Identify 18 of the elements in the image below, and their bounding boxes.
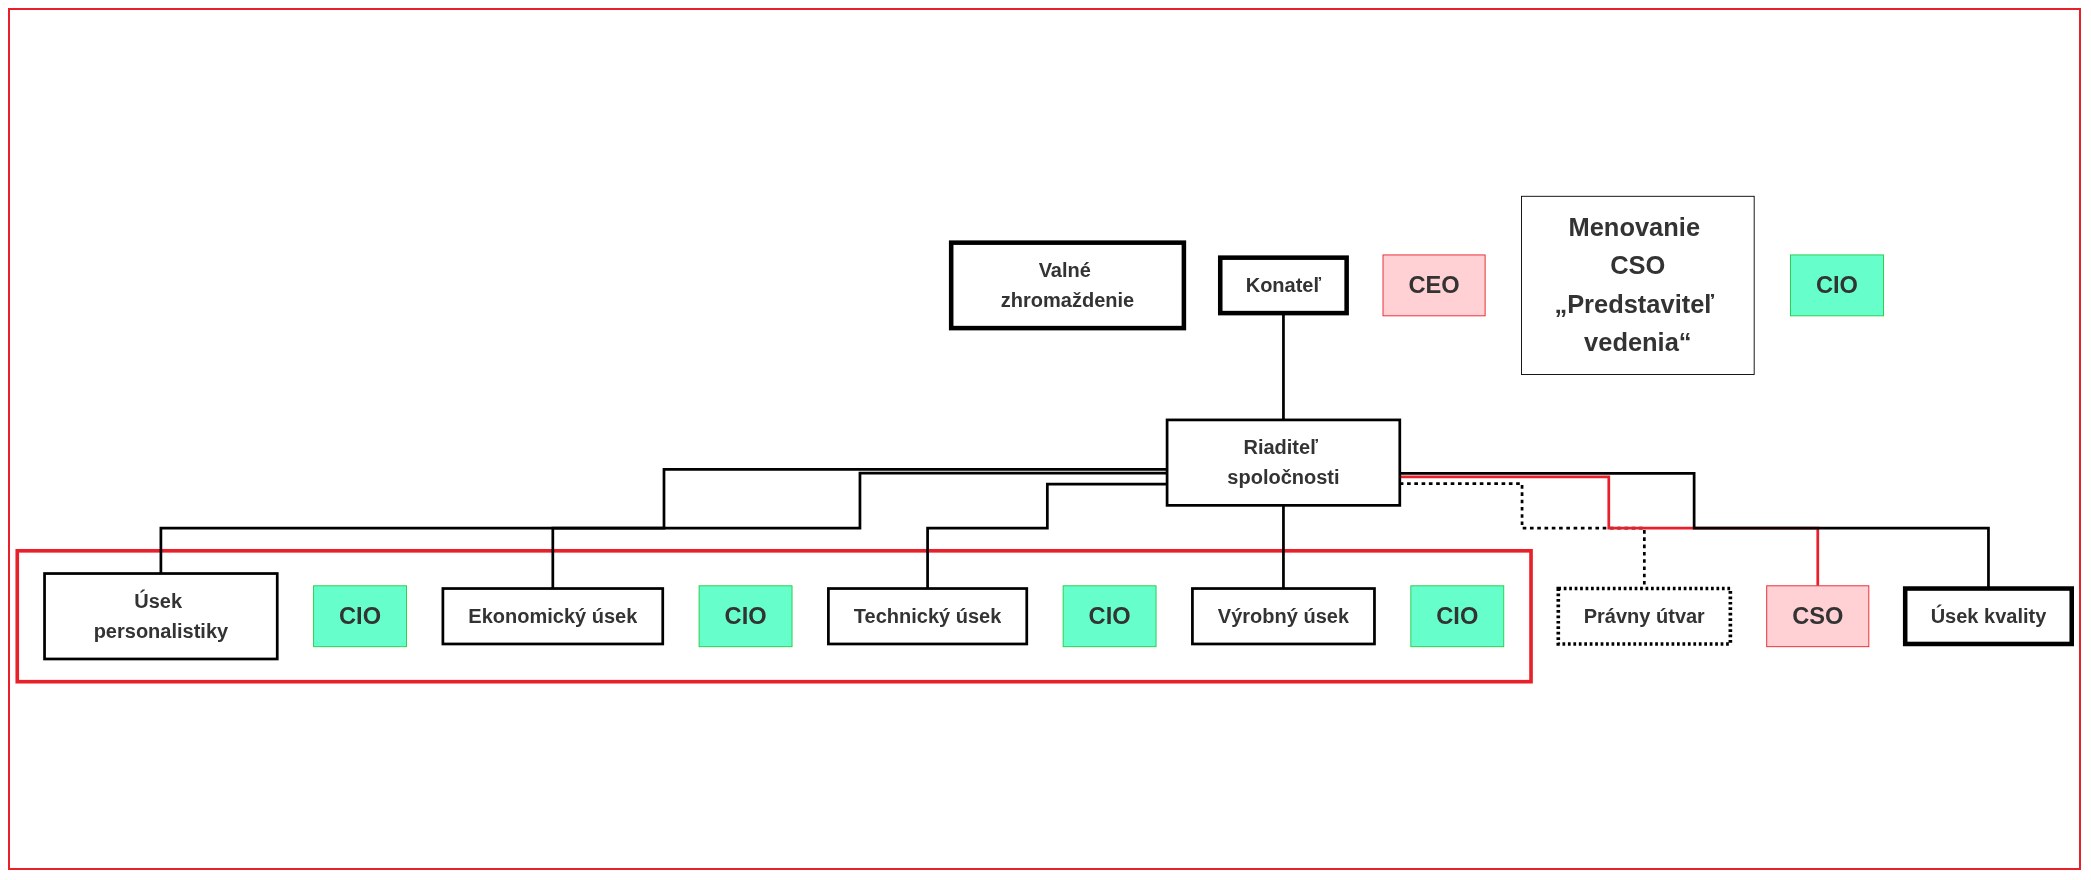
cluster [15, 548, 1533, 684]
node-box: Ekonomický úsek [441, 587, 665, 646]
node-box: Úsek kvality [1902, 586, 2074, 647]
node-box: Valné zhromaždenie [948, 240, 1187, 331]
node-box: Právny útvar [1556, 586, 1733, 646]
node-box: CIO [313, 585, 407, 648]
node-box: Riaditeľ spoločnosti [1165, 418, 1402, 507]
node-box: Konateľ [1218, 255, 1349, 316]
node-box: Menovanie CSO „Predstaviteľ vedenia“ [1521, 195, 1755, 375]
node-box: CIO [1410, 585, 1505, 648]
node-box: Výrobný úsek [1191, 587, 1376, 646]
node-box: CIO [698, 585, 793, 648]
node-box: Technický úsek [827, 587, 1029, 646]
node-box: CIO [1790, 254, 1884, 317]
node-box: CEO [1382, 254, 1486, 317]
node-box: CIO [1062, 585, 1157, 648]
node-box: CSO [1766, 585, 1870, 648]
node-box: Úsek personalistiky [43, 572, 279, 661]
